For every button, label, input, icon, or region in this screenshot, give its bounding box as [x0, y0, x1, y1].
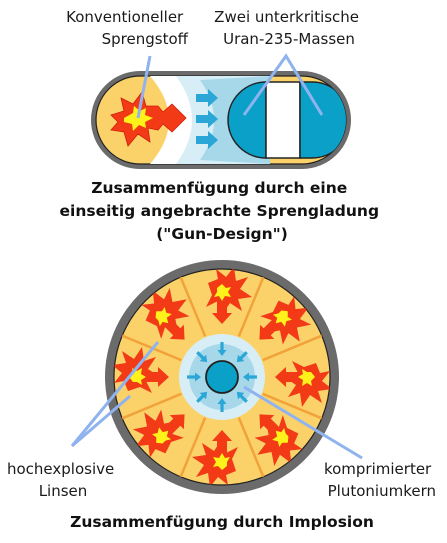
lens-divider-line: [237, 417, 265, 478]
lens-divider-line: [179, 417, 207, 478]
lens-burst-core: [298, 369, 315, 386]
gun-arrow-middle: [196, 110, 218, 128]
gun-design-caption: Zusammenfügung durch eine einseitig ange…: [60, 179, 385, 243]
pointer-explosive: [136, 55, 152, 119]
label-lenses-line1: hochexplosive: [7, 460, 114, 478]
gun-design-figure: Konventioneller Sprengstoff Zwei unterkr…: [60, 8, 385, 243]
implosion-design-figure: hochexplosive Linsen komprimierter Pluto…: [7, 260, 436, 531]
lens-divider-line: [237, 276, 265, 337]
gun-caption-line3: ("Gun-Design"): [156, 225, 288, 243]
core-arrow: [187, 372, 201, 382]
core-arrow: [196, 391, 208, 403]
gun-arrow-top: [196, 89, 218, 107]
plutonium-core: [205, 360, 239, 394]
lens-burst: [260, 296, 312, 345]
label-high-explosive-lenses: hochexplosive Linsen: [7, 460, 119, 500]
label-compressed-core: komprimierter Plutoniumkern: [324, 460, 436, 500]
core-arrow: [217, 398, 227, 412]
lens-burst: [141, 287, 190, 339]
pointer-lenses: [70, 341, 160, 448]
core-arrow: [243, 372, 257, 382]
uranium-mass-left: [227, 81, 267, 159]
lens-inward-arrow: [212, 430, 232, 453]
label-core-line2: Plutoniumkern: [328, 482, 436, 500]
label-uranium-masses-line1: Zwei unterkritische: [214, 8, 359, 26]
implosion-arrows: [187, 342, 257, 412]
lens-burst-core: [152, 427, 172, 444]
lens-burst-core: [155, 307, 172, 327]
lens-divider-lines: [121, 276, 323, 478]
lens-burst: [192, 439, 238, 485]
gun-arrow-bottom: [196, 131, 218, 149]
lens-burst: [284, 361, 330, 407]
lens-inward-arrow: [146, 367, 169, 387]
gun-pressure-arrows: [196, 89, 218, 149]
lens-burst-shape: [206, 269, 252, 315]
lens-inward-arrow: [259, 414, 280, 435]
implosion-caption: Zusammenfügung durch Implosion: [70, 513, 374, 531]
lens-inward-arrow: [275, 367, 298, 387]
lens-divider-line: [262, 334, 323, 362]
gun-caption-line2: einseitig angebrachte Sprengladung: [60, 202, 380, 220]
label-conventional-explosive-line1: Konventioneller: [66, 8, 184, 26]
core-arrow: [217, 342, 227, 356]
pointer-uranium: [242, 53, 324, 116]
lens-burst: [132, 409, 184, 458]
label-uranium-masses-line2: Uran-235-Massen: [223, 30, 355, 48]
lens-inward-arrow: [212, 301, 232, 324]
core-arrow: [196, 351, 208, 363]
lens-burst-core: [272, 427, 289, 447]
pointer-core: [243, 385, 363, 460]
lens-burst-core: [213, 453, 230, 470]
label-conventional-explosive-line2: Sprengstoff: [102, 30, 189, 48]
lens-burst: [206, 269, 252, 315]
lens-burst: [254, 415, 303, 467]
label-uranium-masses: Zwei unterkritische Uran-235-Massen: [214, 8, 364, 48]
uranium-gap: [265, 81, 301, 159]
lens-inward-arrow: [164, 319, 185, 340]
gun-explosion-core: [124, 106, 153, 131]
lens-burst-shape: [192, 439, 238, 485]
core-arrow: [236, 391, 248, 403]
core-arrow: [236, 351, 248, 363]
lens-divider-line: [179, 276, 207, 337]
lens-inward-arrow: [259, 319, 280, 340]
label-conventional-explosive: Konventioneller Sprengstoff: [66, 8, 189, 48]
label-lenses-line2: Linsen: [39, 482, 88, 500]
lens-inward-arrow: [164, 414, 185, 435]
label-core-line1: komprimierter: [324, 460, 432, 478]
lens-burst-shape: [284, 361, 330, 407]
lens-burst-core: [214, 284, 231, 301]
gun-caption-line1: Zusammenfügung durch eine: [91, 179, 347, 197]
lens-divider-line: [121, 392, 182, 420]
lens-divider-line: [262, 392, 323, 420]
lens-burst-core: [272, 310, 292, 327]
